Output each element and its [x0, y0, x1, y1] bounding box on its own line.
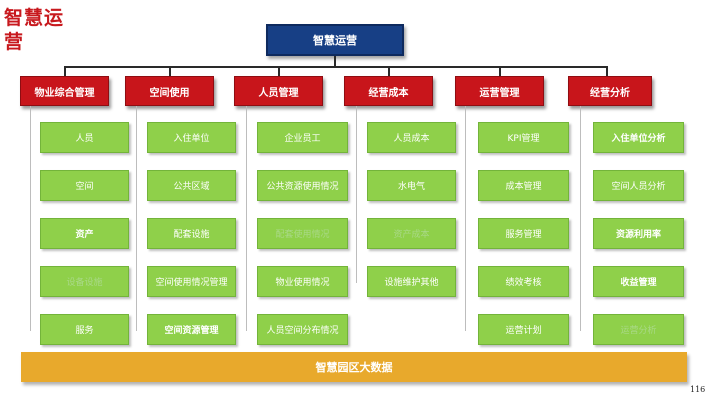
leaf-supporting-facilities: 配套设施	[147, 218, 236, 249]
root-node: 智慧运营	[266, 24, 404, 56]
leaf-operations-plan: 运营计划	[478, 314, 569, 345]
guide-col-4	[356, 106, 357, 283]
category-business-analysis: 经营分析	[568, 76, 652, 106]
connector-col-3	[278, 66, 280, 76]
connector-col-4	[388, 66, 390, 76]
leaf-property-usage: 物业使用情况	[257, 266, 348, 297]
category-space-usage: 空间使用	[125, 76, 214, 106]
leaf-space-usage-mgmt: 空间使用情况管理	[147, 266, 236, 297]
leaf-cost-management: 成本管理	[478, 170, 569, 201]
leaf-tenants: 入住单位	[147, 122, 236, 153]
leaf-operations-analysis: 运营分析	[593, 314, 684, 345]
category-operations-management: 运营管理	[455, 76, 544, 106]
leaf-personnel: 人员	[40, 122, 129, 153]
leaf-personnel-cost: 人员成本	[367, 122, 456, 153]
category-property-management: 物业综合管理	[20, 76, 109, 106]
connector-root-down	[334, 56, 336, 66]
leaf-revenue-management: 收益管理	[593, 266, 684, 297]
guide-col-5	[465, 106, 466, 331]
leaf-maintenance-other: 设施维护其他	[367, 266, 456, 297]
guide-col-6	[580, 106, 581, 331]
leaf-service-management: 服务管理	[478, 218, 569, 249]
leaf-service: 服务	[40, 314, 129, 345]
category-personnel-management: 人员管理	[234, 76, 323, 106]
leaf-supporting-usage: 配套使用情况	[257, 218, 348, 249]
leaf-public-resource-usage: 公共资源使用情况	[257, 170, 348, 201]
connector-col-6	[606, 66, 608, 76]
leaf-personnel-distribution: 人员空间分布情况	[257, 314, 348, 345]
guide-col-1	[30, 106, 31, 331]
leaf-employees: 企业员工	[257, 122, 348, 153]
connector-horizontal	[64, 66, 607, 68]
connector-col-5	[499, 66, 501, 76]
connector-col-1	[64, 66, 66, 76]
connector-col-2	[169, 66, 171, 76]
leaf-assets: 资产	[40, 218, 129, 249]
leaf-performance-review: 绩效考核	[478, 266, 569, 297]
leaf-space-personnel-analysis: 空间人员分析	[593, 170, 684, 201]
leaf-asset-cost: 资产成本	[367, 218, 456, 249]
leaf-equipment: 设备设施	[40, 266, 129, 297]
leaf-tenant-analysis: 入住单位分析	[593, 122, 684, 153]
leaf-kpi-management: KPI管理	[478, 122, 569, 153]
category-operating-cost: 经营成本	[344, 76, 433, 106]
guide-col-2	[136, 106, 137, 331]
leaf-utilities: 水电气	[367, 170, 456, 201]
leaf-space: 空间	[40, 170, 129, 201]
leaf-resource-utilization: 资源利用率	[593, 218, 684, 249]
page-title: 智慧运营	[4, 7, 65, 53]
page-number: 116	[690, 385, 706, 394]
leaf-space-resource-mgmt: 空间资源管理	[147, 314, 236, 345]
big-data-foundation-bar: 智慧园区大数据	[21, 352, 687, 382]
guide-col-3	[246, 106, 247, 331]
leaf-public-areas: 公共区域	[147, 170, 236, 201]
